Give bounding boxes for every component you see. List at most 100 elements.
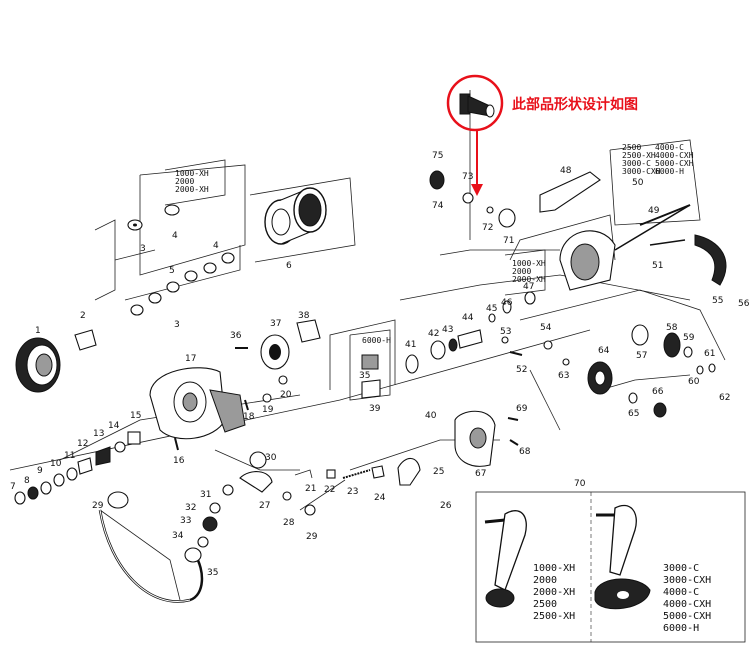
part-number: 38	[298, 311, 310, 321]
part-number: 15	[130, 411, 141, 421]
part-number: 72	[482, 223, 493, 233]
part-number: 50	[632, 178, 644, 188]
model-label: 2000	[512, 267, 531, 276]
bushing-part	[361, 379, 381, 399]
part-number: 22	[324, 485, 335, 495]
part-number: 4	[172, 231, 178, 241]
part-number: 48	[560, 166, 572, 176]
part-number: 29	[306, 532, 318, 542]
annotation-text: 此部品形状设计如图	[512, 96, 638, 113]
linkage-parts	[239, 451, 421, 516]
spring-part	[74, 329, 97, 351]
model-box-spool-top: 1000-XH 2000 2000-XH	[164, 159, 226, 206]
part-number: 35	[359, 371, 370, 381]
rotor-nut-part	[260, 319, 321, 370]
handle-model: 2000	[533, 575, 557, 586]
plate-screws	[507, 417, 519, 446]
part-number: 11	[64, 451, 75, 461]
part-number: 12	[77, 439, 88, 449]
small-parts-row	[14, 431, 141, 505]
side-plate-hub	[469, 427, 487, 449]
part-number: 56	[738, 299, 750, 309]
model-box-shaft-small: 6000-H	[349, 329, 391, 401]
part-number: 2	[80, 311, 86, 321]
part-number: 20	[280, 390, 292, 400]
part-number: 74	[432, 201, 444, 211]
part-number: 59	[683, 333, 695, 343]
part-number: 58	[666, 323, 678, 333]
handle-model: 1000-XH	[533, 563, 575, 574]
washer-set-4	[164, 204, 235, 274]
part-number: 3	[174, 320, 180, 330]
model-label: 3000-CXH	[622, 167, 661, 176]
part-number: 66	[652, 387, 664, 397]
drag-knob-part	[15, 337, 61, 393]
model-label: 1000-XH	[512, 259, 546, 268]
part-number: 57	[636, 351, 647, 361]
screw-set	[174, 347, 288, 451]
part-number: 30	[265, 453, 277, 463]
parts	[14, 170, 727, 603]
handle-model: 4000-CXH	[663, 599, 711, 610]
part-number: 73	[462, 172, 473, 182]
part-number: 34	[172, 531, 184, 541]
model-label: 2500-XH	[622, 151, 656, 160]
small-screws	[501, 336, 553, 356]
handle-model: 6000-H	[663, 623, 699, 634]
part-number: 43	[442, 325, 453, 335]
handle-model: 3000-C	[663, 563, 699, 574]
part-number: 60	[688, 377, 700, 387]
part-number: 40	[425, 411, 437, 421]
part-number: 13	[93, 429, 104, 439]
model-label: 3000-C	[622, 159, 651, 168]
highlighted-part-icon	[459, 93, 495, 118]
part-number: 17	[185, 354, 196, 364]
washer-set-3	[127, 219, 198, 316]
drive-gear-group	[631, 324, 716, 375]
model-label: 2000-XH	[175, 185, 209, 194]
part-number-labels: 1 2 3 3 4 4 5 6 7 8 9 10 11 12 13 14 15 …	[10, 151, 750, 578]
model-label: 5000-CXH	[655, 159, 694, 168]
handle-left-illustration	[484, 510, 527, 608]
model-label: 2000-XH	[512, 275, 546, 284]
main-gear-part	[562, 358, 667, 418]
model-box-rotor: 2500 2500-XH 3000-C 3000-CXH 4000-C 4000…	[622, 143, 694, 176]
handle-model: 2500-XH	[533, 611, 575, 622]
part-number: 62	[719, 393, 730, 403]
part-number: 49	[648, 206, 660, 216]
model-box-gear-mid: 1000-XH 2000 2000-XH	[504, 249, 546, 296]
handle-options-box: 1000-XH 2000 2000-XH 2500 2500-XH 3000-C…	[475, 491, 746, 643]
part-number: 52	[516, 365, 527, 375]
part-number: 21	[305, 484, 316, 494]
part-number: 54	[540, 323, 552, 333]
part-number: 67	[475, 469, 486, 479]
sleeve-part	[361, 354, 379, 370]
part-number: 75	[432, 151, 443, 161]
model-label: 2000	[175, 177, 194, 186]
part-number: 26	[440, 501, 452, 511]
part-number: 10	[50, 459, 62, 469]
handle-model: 2000-XH	[533, 587, 575, 598]
model-label: 4000-CXH	[655, 151, 694, 160]
part-number: 14	[108, 421, 120, 431]
model-label: 1000-XH	[175, 169, 209, 178]
gear-shaft-part	[639, 204, 727, 286]
part-number: 1	[35, 326, 41, 336]
part-number: 35	[207, 568, 218, 578]
part-number: 42	[428, 329, 439, 339]
part-number: 53	[500, 327, 511, 337]
part-number: 8	[24, 476, 30, 486]
bail-arm-part	[539, 171, 691, 291]
part-number: 46	[501, 298, 513, 308]
part-number: 68	[519, 447, 531, 457]
model-label: 6000-H	[362, 336, 391, 345]
handle-model: 2500	[533, 599, 557, 610]
rotor-top-parts	[429, 170, 516, 228]
part-number: 37	[270, 319, 281, 329]
model-label: 4000-C	[655, 143, 684, 152]
part-number: 63	[558, 371, 569, 381]
part-number: 64	[598, 346, 610, 356]
part-number: 5	[169, 266, 175, 276]
part-number: 4	[213, 241, 219, 251]
highlight-circle	[446, 74, 504, 132]
